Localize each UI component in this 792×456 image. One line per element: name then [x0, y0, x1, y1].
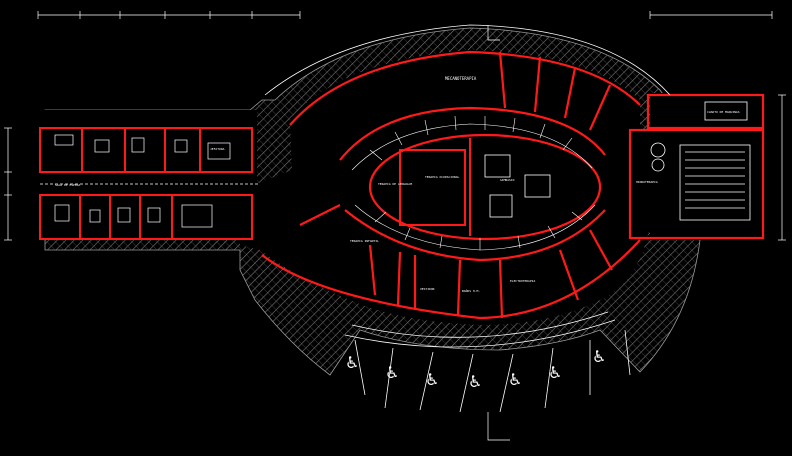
walkway [264, 24, 671, 348]
room-label-mecanoterapia: MECANOTERAPIA [445, 76, 477, 81]
room-labels: MECANOTERAPIA TERAPIA OCUPACIONAL GIMNAS… [55, 76, 740, 293]
room-label-sala-espera: SALA DE ESPERA [55, 183, 80, 187]
svg-text:♿: ♿ [385, 363, 399, 382]
svg-text:♿: ♿ [425, 370, 439, 389]
room-label-vestidor: VESTIDOR [420, 287, 435, 291]
svg-text:♿: ♿ [548, 363, 562, 382]
svg-text:♿: ♿ [468, 372, 482, 391]
center-divider [399, 138, 471, 236]
room-label-hidroterapia: HIDROTERAPIA [636, 180, 658, 184]
room-label-terapia-infantil: TERAPIA INFANTIL [350, 239, 379, 243]
parking-stalls [354, 329, 631, 413]
svg-text:♿: ♿ [508, 370, 522, 389]
svg-text:♿: ♿ [592, 347, 606, 366]
room-label-terapia-lenguaje: TERAPIA DE LENGUAJE [378, 182, 413, 186]
left-wing [39, 127, 253, 240]
ring-building-walls [261, 50, 765, 320]
room-label-terapia-ocupacional: TERAPIA OCUPACIONAL [425, 175, 460, 179]
room-label-jefatura: JEFATURA [210, 147, 225, 151]
room-label-banos: BAÑOS H.M. [462, 288, 480, 293]
room-label-cuarto-maquinas: CUARTO DE MAQUINAS [707, 110, 740, 114]
dimension-lines [4, 11, 786, 441]
left-wing-furniture [40, 134, 258, 228]
ring-spokes [351, 115, 596, 251]
svg-text:♿: ♿ [345, 353, 359, 372]
wheelchair-icon: ♿ ♿ ♿ ♿ ♿ ♿ ♿ [345, 347, 606, 391]
gym-equipment [484, 101, 751, 221]
room-label-electroterapia: ELECTROTERAPIA [510, 279, 535, 283]
room-label-gimnasio: GIMNASIO [500, 178, 515, 182]
